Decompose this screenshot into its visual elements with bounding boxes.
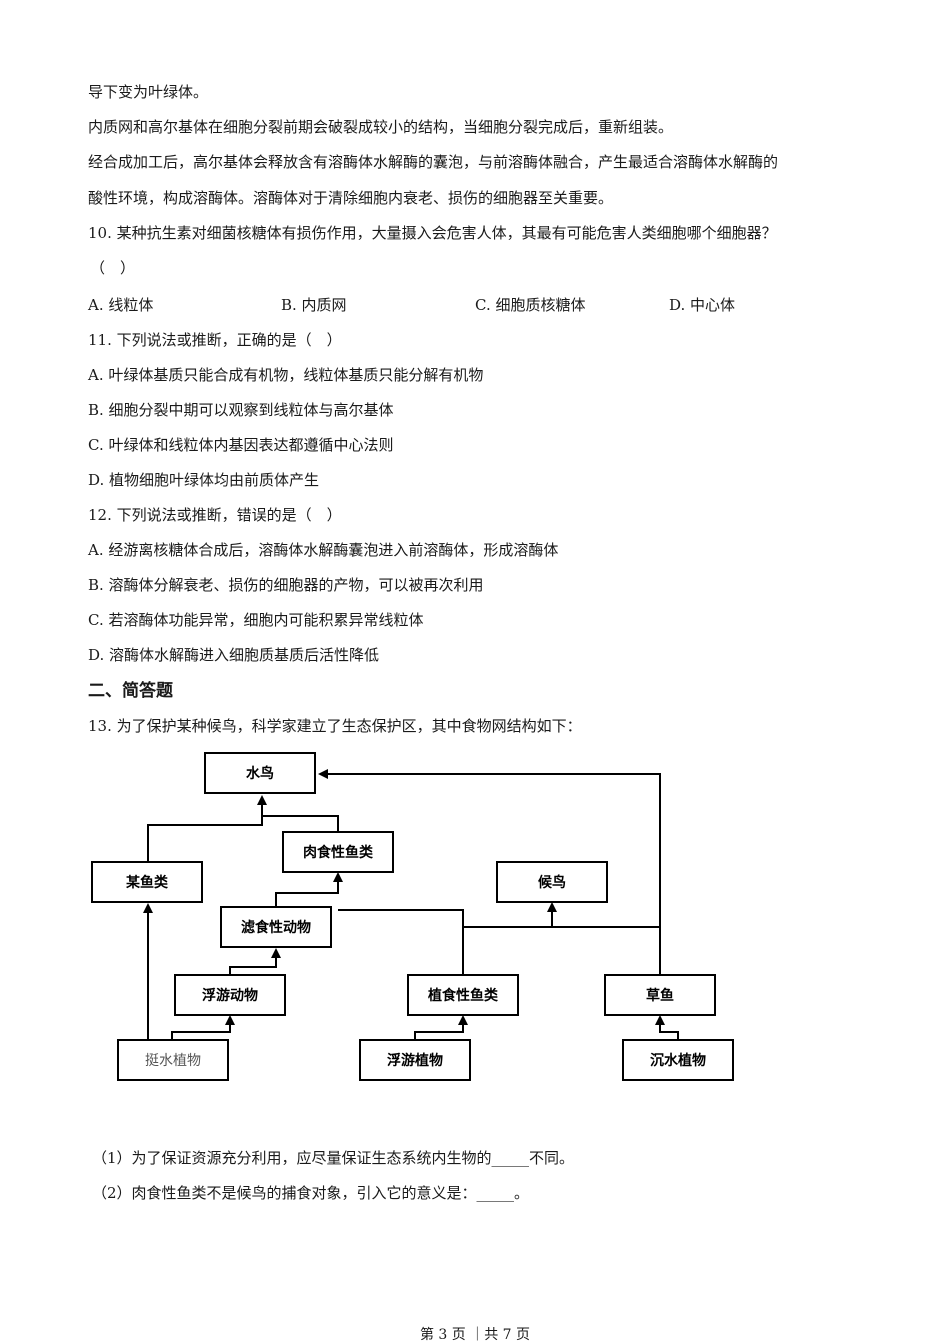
- node-chenshui-label: 沉水植物: [650, 1052, 706, 1069]
- node-zhishi: 植食性鱼类: [407, 974, 519, 1016]
- q10-option-a: A. 线粒体: [88, 296, 154, 314]
- paragraph-line-4: 酸性环境，构成溶酶体。溶酶体对于清除细胞内衰老、损伤的细胞器至关重要。: [88, 189, 614, 207]
- section-heading: 二、简答题: [88, 681, 173, 701]
- q10-option-d: D. 中心体: [669, 296, 736, 314]
- paragraph-line-2: 内质网和高尔基体在细胞分裂前期会破裂成较小的结构，当细胞分裂完成后，重新组装。: [88, 118, 674, 136]
- edge-lvshi-to-roushi: [275, 872, 343, 907]
- edge-mouyu-to-shuiniao: [147, 795, 267, 862]
- node-houniao: 候鸟: [496, 861, 608, 903]
- paragraph-line-3: 经合成加工后，高尔基体会释放含有溶酶体水解酶的囊泡，与前溶酶体融合，产生最适合溶…: [88, 153, 779, 171]
- node-tingshui: 挺水植物: [117, 1039, 229, 1081]
- node-caoyu: 草鱼: [604, 974, 716, 1016]
- q13-subquestion-2: （2）肉食性鱼类不是候鸟的捕食对象，引入它的意义是：_____。: [92, 1184, 530, 1202]
- node-fuyouzw-label: 浮游植物: [387, 1052, 443, 1069]
- node-tingshui-label: 挺水植物: [145, 1053, 201, 1069]
- q10-option-c: C. 细胞质核糖体: [475, 296, 586, 314]
- node-zhishi-label: 植食性鱼类: [427, 987, 499, 1004]
- q11-option-a: A. 叶绿体基质只能合成有机物，线粒体基质只能分解有机物: [88, 366, 484, 384]
- edge-zhishi-to-roushi: [338, 909, 464, 975]
- node-shuiniao-label: 水鸟: [246, 765, 274, 782]
- q12-option-c: C. 若溶酶体功能异常，细胞内可能积累异常线粒体: [88, 611, 424, 629]
- edge-fuyoudw-to-lvshi: [229, 948, 281, 975]
- q11-stem: 11. 下列说法或推断，正确的是（ ）: [88, 331, 342, 349]
- page-footer: 第 3 页 ｜共 7 页: [419, 1327, 531, 1343]
- edge-fuyouzw-to-zhishi: [414, 1015, 468, 1040]
- q12-option-d: D. 溶酶体水解酶进入细胞质基质后活性降低: [88, 646, 380, 664]
- edge-to-houniao: [463, 904, 660, 928]
- q10-bracket: （ ）: [90, 259, 136, 277]
- node-caoyu-label: 草鱼: [646, 987, 674, 1004]
- edge-tingshui-to-fuyoudw: [171, 1015, 235, 1040]
- q11-option-c: C. 叶绿体和线粒体内基因表达都遵循中心法则: [88, 436, 394, 454]
- q10-option-b: B. 内质网: [281, 296, 347, 314]
- q12-option-a: A. 经游离核糖体合成后，溶酶体水解酶囊泡进入前溶酶体，形成溶酶体: [88, 541, 559, 559]
- q11-option-d: D. 植物细胞叶绿体均由前质体产生: [88, 471, 320, 489]
- node-fuyouzw: 浮游植物: [359, 1039, 471, 1081]
- node-lvshi: 滤食性动物: [220, 906, 332, 948]
- node-mouyu: 某鱼类: [91, 861, 203, 903]
- edge-roushi-to-shuiniao: [262, 815, 339, 832]
- node-mouyu-label: 某鱼类: [126, 874, 169, 891]
- node-shuiniao: 水鸟: [204, 752, 316, 794]
- node-fuyoudw: 浮游动物: [174, 974, 286, 1016]
- q13-stem: 13. 为了保护某种候鸟，科学家建立了生态保护区，其中食物网结构如下：: [88, 717, 582, 735]
- node-houniao-label: 候鸟: [538, 874, 566, 891]
- node-chenshui: 沉水植物: [622, 1039, 734, 1081]
- node-roushi-label: 肉食性鱼类: [303, 844, 374, 861]
- paragraph-line-1: 导下变为叶绿体。: [88, 83, 209, 101]
- q10-stem: 10. 某种抗生素对细菌核糖体有损伤作用，大量摄入会危害人体，其最有可能危害人类…: [88, 224, 777, 242]
- node-lvshi-label: 滤食性动物: [241, 919, 311, 936]
- q13-subquestion-1: （1）为了保证资源充分利用，应尽量保证生态系统内生物的_____不同。: [92, 1149, 575, 1167]
- q12-option-b: B. 溶酶体分解衰老、损伤的细胞器的产物，可以被再次利用: [88, 576, 484, 594]
- node-roushi: 肉食性鱼类: [282, 831, 394, 873]
- q12-stem: 12. 下列说法或推断，错误的是（ ）: [88, 506, 342, 524]
- q11-option-b: B. 细胞分裂中期可以观察到线粒体与高尔基体: [88, 401, 394, 419]
- edge-chenshui-to-caoyu: [655, 1015, 679, 1040]
- edge-caoyu-to-shuiniao: [318, 769, 661, 975]
- node-fuyoudw-label: 浮游动物: [202, 987, 258, 1004]
